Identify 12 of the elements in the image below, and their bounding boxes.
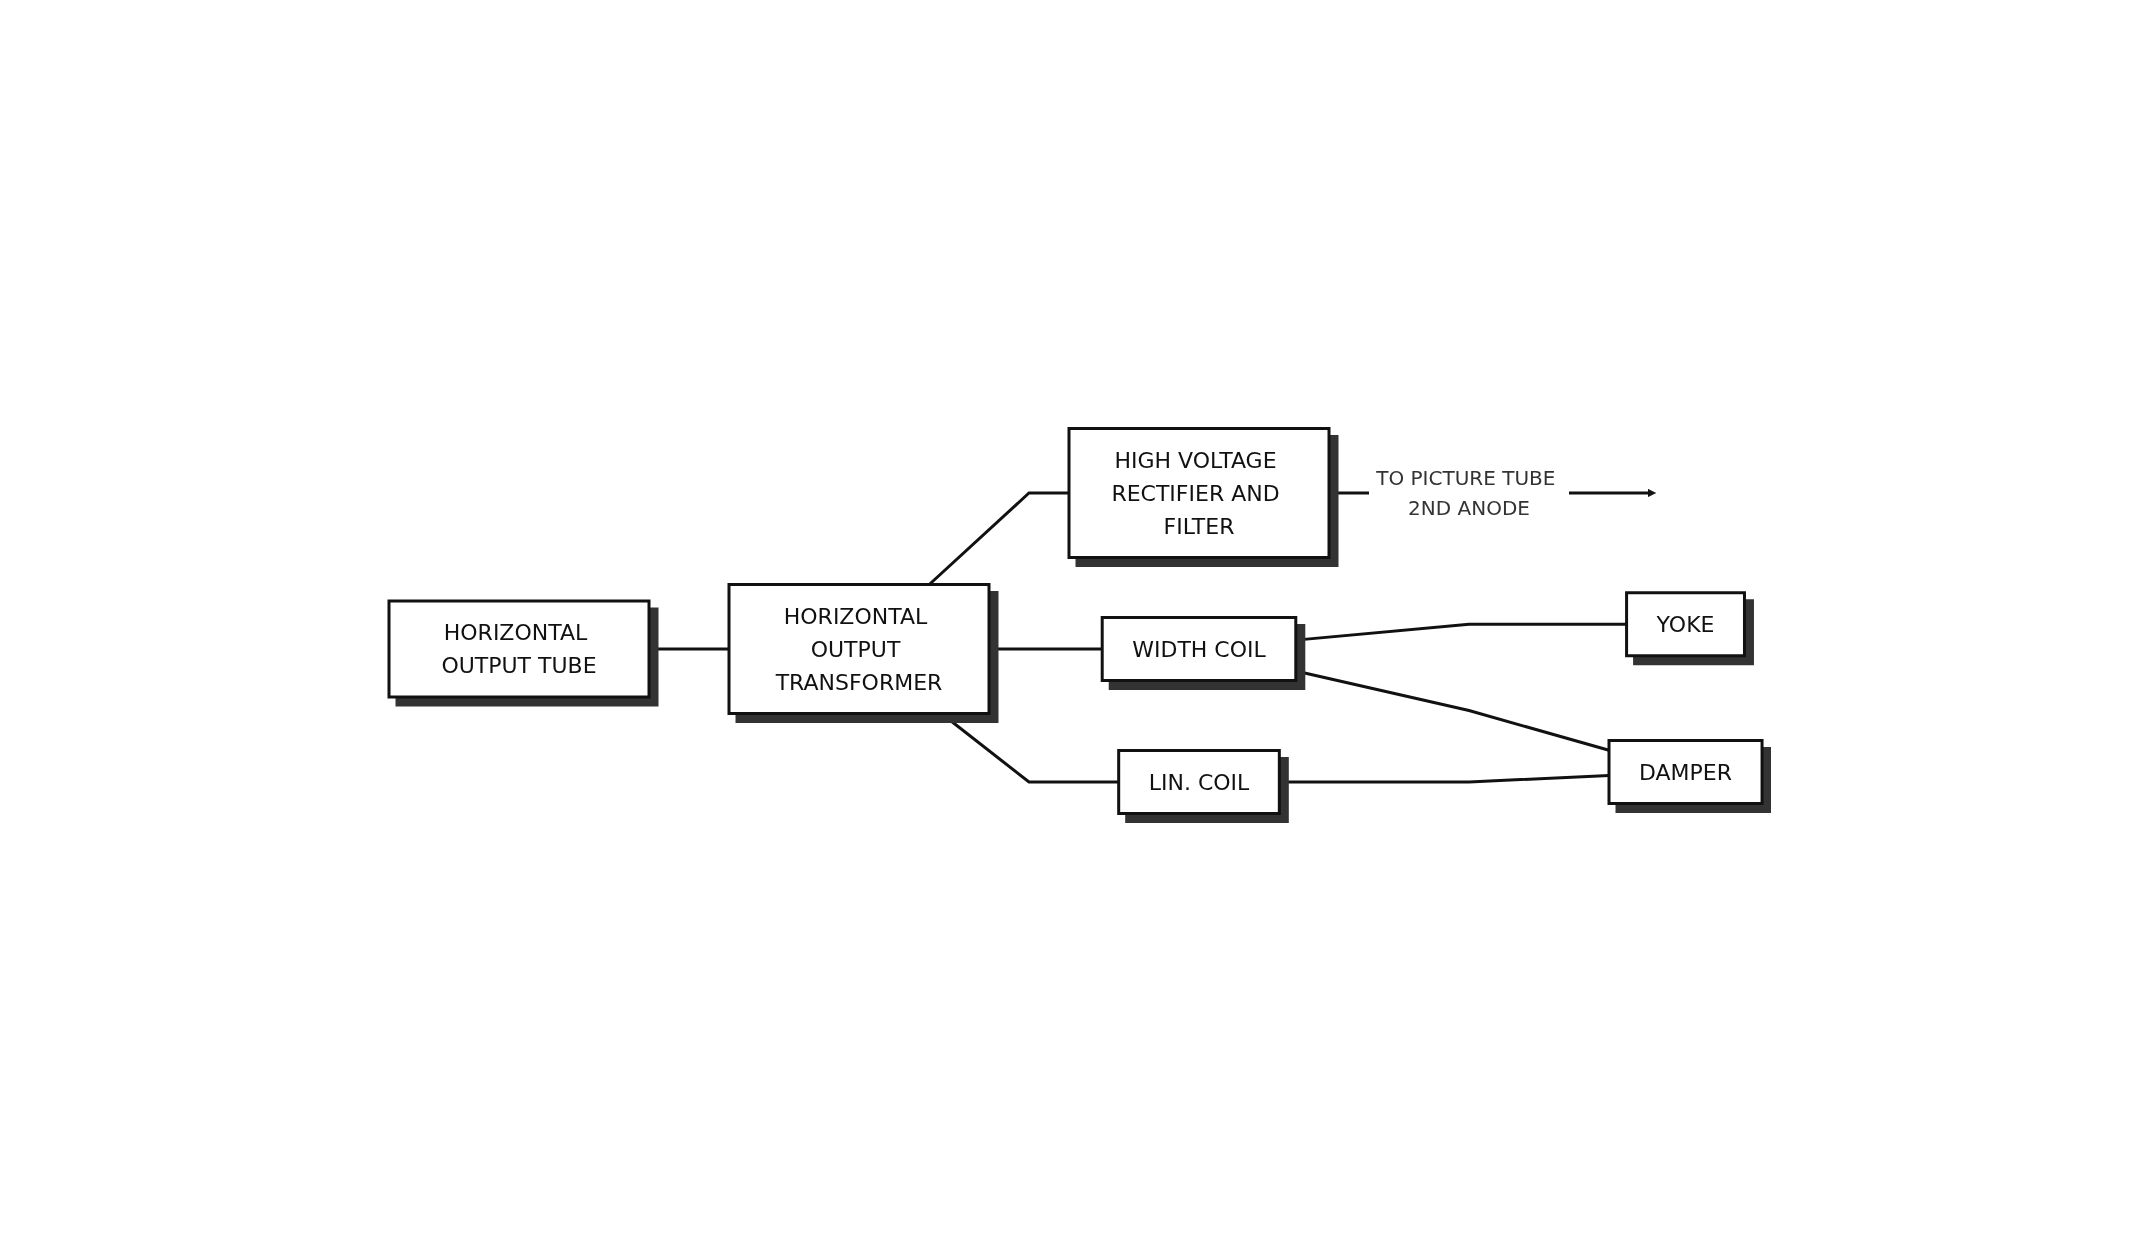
node-box: HORIZONTAL OUTPUT TUBE (387, 599, 651, 699)
node-box: HIGH VOLTAGE RECTIFIER AND FILTER (1067, 427, 1331, 559)
node-box: LIN. COIL (1117, 749, 1282, 815)
connector (1279, 774, 1610, 784)
connector (649, 647, 730, 651)
node-box: DAMPER (1607, 739, 1764, 805)
edge-label: TO PICTURE TUBE 2ND ANODE (1376, 466, 1556, 520)
connector (1296, 622, 1628, 642)
node-box: YOKE (1625, 591, 1747, 658)
connector (989, 647, 1103, 651)
node-box: WIDTH COIL (1101, 616, 1298, 682)
node-box: HORIZONTAL OUTPUT TRANSFORMER (727, 583, 991, 715)
